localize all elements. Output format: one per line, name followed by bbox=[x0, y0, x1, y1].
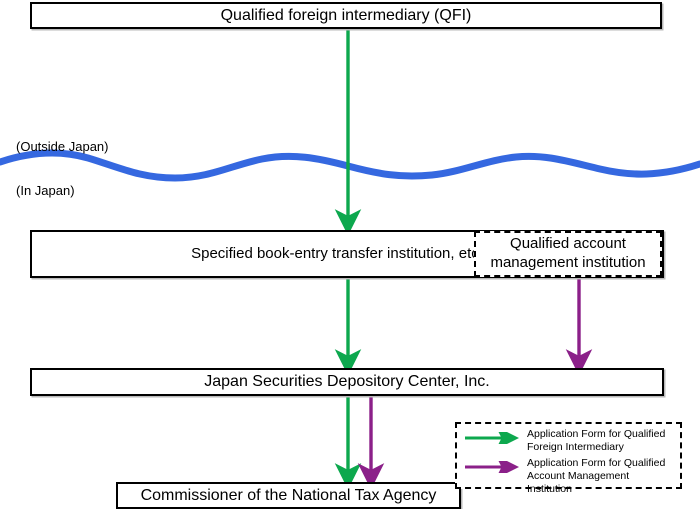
green-arrow-icon bbox=[463, 426, 525, 450]
legend-green-text: Application Form for Qualified Foreign I… bbox=[525, 428, 665, 454]
box-qualified-account-management-label: Qualified account management institution bbox=[490, 235, 646, 271]
legend-purple-line1: Application Form for Qualified bbox=[527, 457, 666, 469]
box-qualified-foreign-intermediary: Qualified foreign intermediary (QFI) bbox=[30, 2, 662, 29]
japan-boundary-wave-icon bbox=[0, 149, 700, 182]
box-jasdec-label: Japan Securities Depository Center, Inc. bbox=[204, 373, 490, 390]
purple-arrow-icon bbox=[463, 455, 525, 479]
box-commissioner-national-tax-agency: Commissioner of the National Tax Agency bbox=[116, 482, 461, 509]
legend-green-line1: Application Form for Qualified bbox=[527, 428, 666, 440]
label-in-japan: (In Japan) bbox=[16, 183, 75, 198]
legend-green-line2: Foreign Intermediary bbox=[527, 440, 624, 453]
label-outside-japan: (Outside Japan) bbox=[16, 139, 109, 154]
box-specified-book-entry-label: Specified book-entry transfer institutio… bbox=[191, 244, 483, 262]
legend-purple-text: Application Form for Qualified Account M… bbox=[525, 457, 676, 495]
legend-item-green: Application Form for Qualified Foreign I… bbox=[463, 426, 676, 457]
legend-item-purple: Application Form for Qualified Account M… bbox=[463, 455, 676, 495]
legend-purple-line2: Account Management Institution bbox=[527, 469, 630, 495]
box-japan-securities-depository-center: Japan Securities Depository Center, Inc. bbox=[30, 368, 664, 396]
legend: Application Form for Qualified Foreign I… bbox=[455, 422, 682, 495]
box-commissioner-label: Commissioner of the National Tax Agency bbox=[140, 486, 437, 504]
box-qfi-label: Qualified foreign intermediary (QFI) bbox=[220, 6, 472, 24]
box-qualified-account-management-institution: Qualified account management institution bbox=[474, 231, 662, 277]
